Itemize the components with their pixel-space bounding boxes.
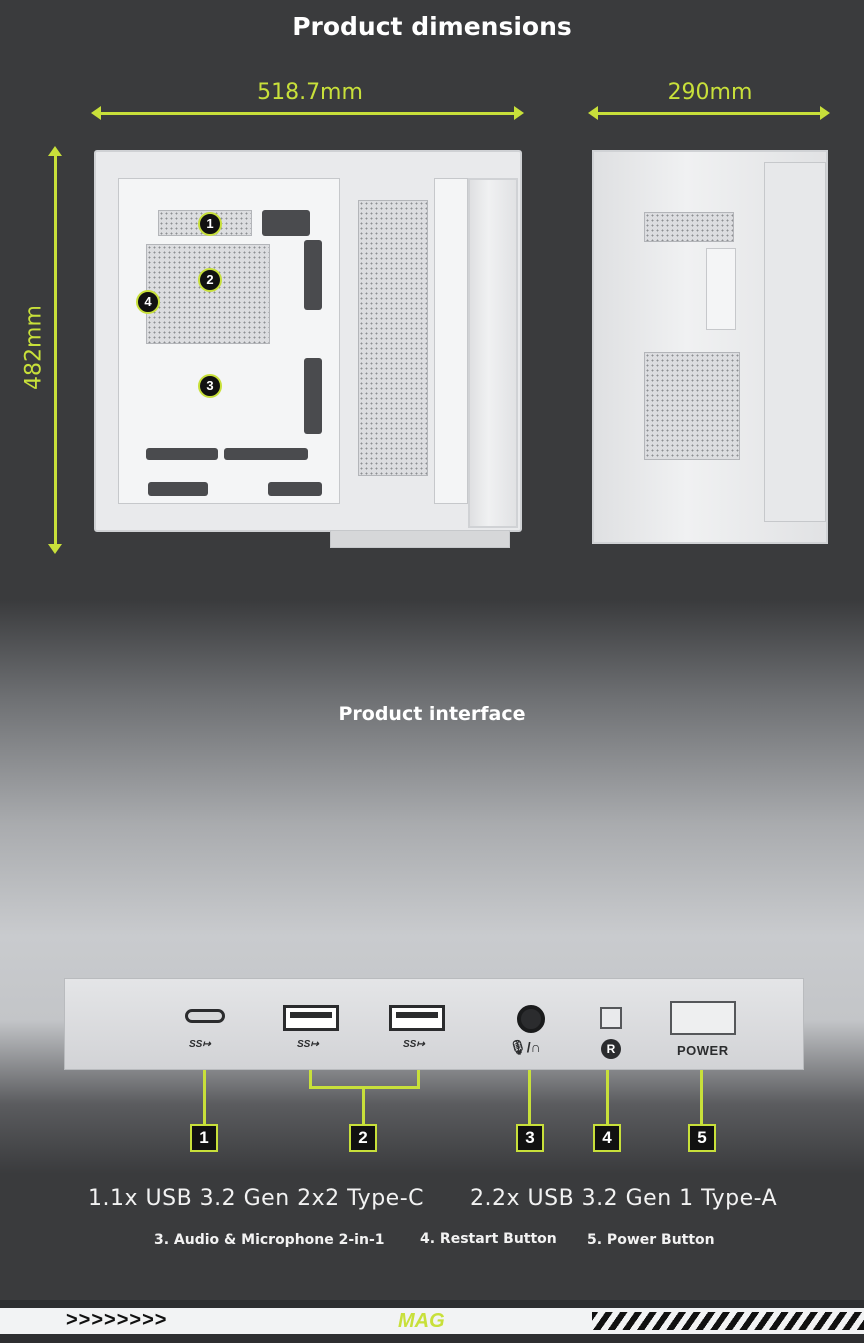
restart-button[interactable] (600, 1007, 622, 1029)
marker-2: 2 (198, 268, 222, 292)
restart-icon: R (601, 1039, 621, 1059)
depth-arrow (598, 112, 820, 115)
footer-chevrons: >>>>>>>> (66, 1309, 168, 1331)
power-label: POWER (677, 1043, 729, 1058)
dimensions-title: Product dimensions (292, 12, 572, 41)
height-arrow (54, 156, 57, 544)
footer-strip: >>>>>>>> MAG (0, 1300, 864, 1343)
case-front-view (592, 150, 828, 544)
number-3: 3 (516, 1124, 544, 1152)
desc-audio: 3. Audio & Microphone 2-in-1 (154, 1232, 385, 1248)
front-view-right-glass (764, 162, 826, 522)
width-label: 518.7mm (257, 80, 363, 105)
footer-stripes (592, 1312, 864, 1330)
depth-arrow-right-head (820, 106, 830, 120)
leader-1 (203, 1070, 206, 1124)
cpu-cutout (146, 244, 270, 344)
height-label: 482mm (21, 305, 47, 390)
number-5: 5 (688, 1124, 716, 1152)
interface-background (0, 600, 864, 1300)
leader-2-right (417, 1070, 420, 1088)
top-cutout (262, 210, 310, 236)
marker-1: 1 (198, 212, 222, 236)
height-arrow-bottom-head (48, 544, 62, 554)
psu-slot-a (148, 482, 208, 496)
right-chamber (434, 178, 468, 504)
desc-usb-a: 2.2x USB 3.2 Gen 1 Type-A (470, 1186, 778, 1211)
usb-a-port-1 (283, 1005, 339, 1031)
audio-jack (517, 1005, 545, 1033)
headset-mic-icon: 🎙/∩ (509, 1039, 541, 1055)
usb-a-caption-1: SS↦ (297, 1039, 319, 1050)
usb-c-port (185, 1009, 225, 1023)
psu-slot-b (268, 482, 322, 496)
front-glass-edge (468, 178, 518, 528)
right-chamber-vent (358, 200, 428, 476)
case-side-foot (330, 530, 510, 548)
usb-a-caption-2: SS↦ (403, 1039, 425, 1050)
marker-4: 4 (136, 290, 160, 314)
usb-a-port-2 (389, 1005, 445, 1031)
front-view-interior-top (644, 212, 734, 242)
front-io-plate: SS↦ SS↦ SS↦ 🎙/∩ R POWER (64, 978, 804, 1070)
number-2: 2 (349, 1124, 377, 1152)
leader-2-stem (362, 1086, 365, 1124)
number-4: 4 (593, 1124, 621, 1152)
height-arrow-top-head (48, 146, 62, 156)
usb-c-caption: SS↦ (189, 1039, 211, 1050)
width-arrow (100, 112, 514, 115)
depth-label: 290mm (667, 80, 753, 105)
leader-5 (700, 1070, 703, 1124)
cable-cutout (304, 240, 322, 310)
number-1: 1 (190, 1124, 218, 1152)
leader-3 (528, 1070, 531, 1124)
width-arrow-right-head (514, 106, 524, 120)
power-button[interactable] (670, 1001, 736, 1035)
depth-arrow-left-head (588, 106, 598, 120)
desc-power: 5. Power Button (587, 1232, 715, 1248)
cable-cutout-lower (304, 358, 322, 434)
leader-2-left (309, 1070, 312, 1088)
bottom-cutout-b (224, 448, 308, 460)
interface-title: Product interface (338, 703, 526, 725)
marker-3: 3 (198, 374, 222, 398)
desc-restart: 4. Restart Button (420, 1231, 557, 1247)
front-view-tray (706, 248, 736, 330)
desc-usb-c: 1.1x USB 3.2 Gen 2x2 Type-C (88, 1186, 424, 1211)
front-view-slots (644, 352, 740, 460)
mag-logo: MAG (398, 1310, 445, 1332)
case-side-view: 1 2 4 3 (94, 150, 522, 532)
leader-4 (606, 1070, 609, 1124)
bottom-cutout-a (146, 448, 218, 460)
width-arrow-left-head (91, 106, 101, 120)
